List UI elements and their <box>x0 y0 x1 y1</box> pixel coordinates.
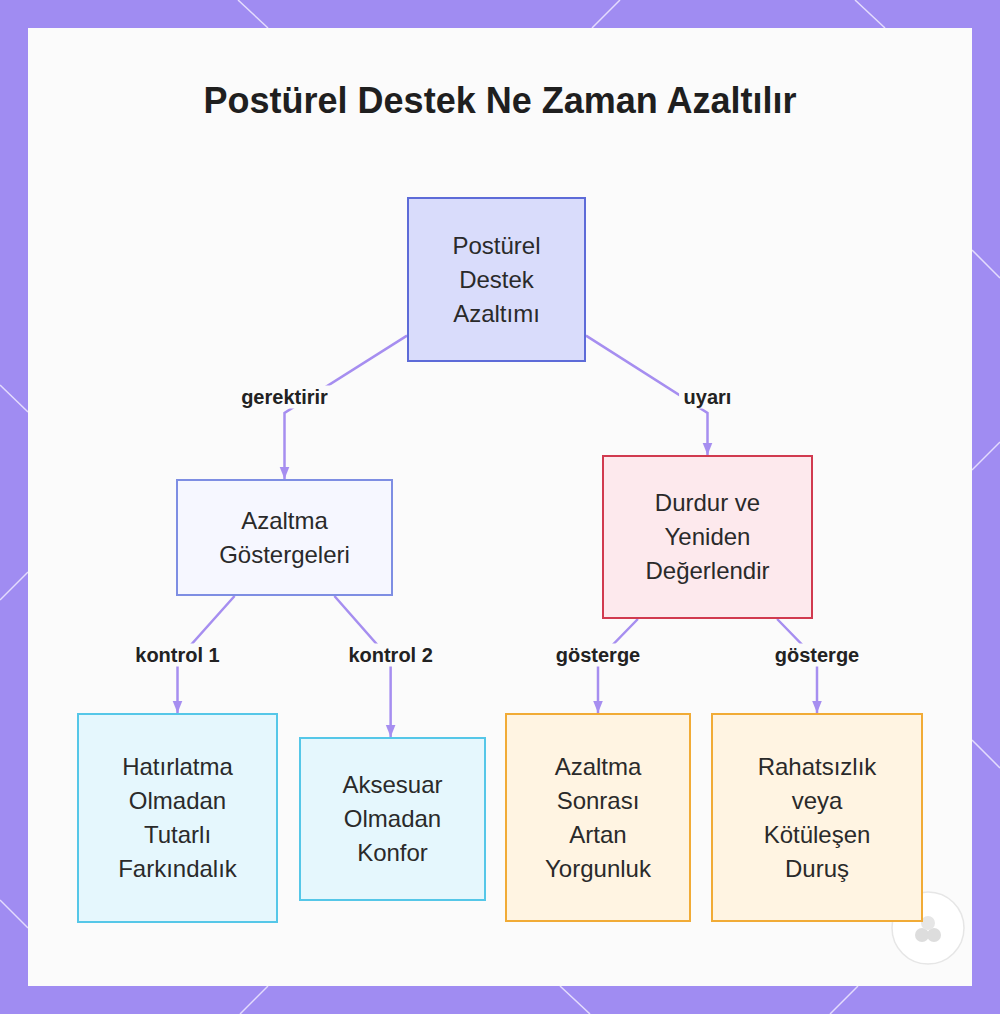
sign-box: Azaltma Sonrası Artan Yorgunluk <box>505 713 691 922</box>
check-box: Aksesuar Olmadan Konfor <box>299 737 486 901</box>
node-label: Azaltma Göstergeleri <box>200 504 370 572</box>
node-label: Azaltma Sonrası Artan Yorgunluk <box>533 750 663 886</box>
node-label: Rahatsızlık veya Kötüleşen Duruş <box>747 750 887 886</box>
node-label: Aksesuar Olmadan Konfor <box>333 768 453 870</box>
edge-label: uyarı <box>679 386 737 409</box>
connector-arrow <box>334 596 390 737</box>
root-box: Postürel Destek Azaltımı <box>407 197 586 362</box>
node-label: Durdur ve Yeniden Değerlendir <box>633 486 783 588</box>
panel <box>28 28 972 986</box>
diagram-title: Postürel Destek Ne Zaman Azaltılır <box>0 80 1000 122</box>
edge-label: kontrol 2 <box>343 644 437 667</box>
edge-label: gösterge <box>770 644 864 667</box>
logo-dot <box>927 928 941 942</box>
logo-dot <box>921 916 935 930</box>
edge-label: kontrol 1 <box>130 644 224 667</box>
check-box: Hatırlatma Olmadan Tutarlı Farkındalık <box>77 713 278 923</box>
sign-box: Rahatsızlık veya Kötüleşen Duruş <box>711 713 923 922</box>
logo-dot <box>915 928 929 942</box>
node-label: Hatırlatma Olmadan Tutarlı Farkındalık <box>108 750 248 886</box>
edge-label: gerektirir <box>236 386 333 409</box>
group-box: Azaltma Göstergeleri <box>176 479 393 596</box>
node-label: Postürel Destek Azaltımı <box>427 229 567 331</box>
warning-box: Durdur ve Yeniden Değerlendir <box>602 455 813 619</box>
edge-label: gösterge <box>551 644 645 667</box>
